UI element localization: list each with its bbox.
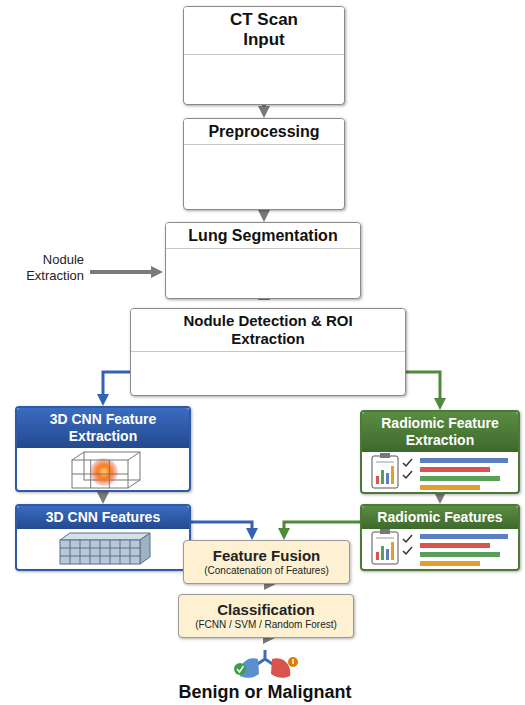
radiomic-report-icon xyxy=(380,453,390,458)
node-title: 3D CNN Feature Extraction xyxy=(23,411,183,445)
cnn-cube xyxy=(72,452,84,460)
node-header: Feature Fusion(Concatenation of Features… xyxy=(184,544,349,580)
radiomic-report-icon xyxy=(420,561,480,566)
node-header: 3D CNN Features xyxy=(17,506,189,529)
node-header: Lung Segmentation xyxy=(166,223,360,249)
radiomic-report-icon xyxy=(403,535,412,542)
node-title: Benign or Malignant xyxy=(144,682,386,704)
connector-arrow xyxy=(406,372,440,400)
radiomic-report-icon xyxy=(376,552,379,560)
feature-cube-grid xyxy=(60,540,140,564)
process-box: Preprocessing xyxy=(183,118,345,210)
cnn-box: 3D CNN Features xyxy=(15,504,191,571)
stage-box: Classification(FCNN / SVM / Random Fores… xyxy=(178,594,354,638)
cnn-cube xyxy=(72,460,128,488)
radiomic-report-icon xyxy=(391,466,394,484)
node-header: 3D CNN Feature Extraction xyxy=(17,408,189,448)
connector-arrow xyxy=(101,492,105,494)
node-header: Radiomic Feature Extraction xyxy=(362,412,518,452)
radiomic-report-icon xyxy=(420,485,480,490)
node-title: Radiomic Features xyxy=(368,509,512,526)
radiomic-box: Radiomic Feature Extraction xyxy=(360,410,520,494)
radiomic-report-icon xyxy=(372,456,398,488)
cnn-cube xyxy=(128,480,140,488)
node-title: Preprocessing xyxy=(190,122,338,141)
radiomic-report-icon xyxy=(381,470,384,484)
radiomic-report-icon xyxy=(403,547,412,554)
radiomic-report-icon xyxy=(420,458,508,463)
cnn-cube xyxy=(128,452,140,460)
radiomic-box: Radiomic Features xyxy=(360,504,520,571)
radiomic-report-icon xyxy=(376,462,394,463)
node-header: Benign or Malignant xyxy=(140,682,390,704)
node-header: Preprocessing xyxy=(184,119,344,145)
radiomic-report-icon xyxy=(403,459,412,466)
node-title: 3D CNN Features xyxy=(23,509,183,526)
radiomic-report-icon xyxy=(386,473,389,484)
lungs-icon xyxy=(237,666,244,672)
radiomic-report-icon xyxy=(420,534,508,539)
process-box: Lung Segmentation xyxy=(165,222,361,299)
lungs-icon xyxy=(256,650,274,665)
radiomic-report-icon xyxy=(386,549,389,560)
node-header: CT Scan Input xyxy=(184,7,344,55)
node-header: Radiomic Features xyxy=(362,506,518,529)
lungs-icon xyxy=(234,663,246,675)
lungs-icon xyxy=(292,659,294,664)
feature-cube-grid xyxy=(60,533,150,540)
feature-cube-grid xyxy=(60,540,140,564)
radiomic-report-icon xyxy=(420,552,500,557)
radiomic-report-icon xyxy=(391,542,394,560)
node-subtitle: (Concatenation of Features) xyxy=(190,565,343,577)
cnn-cube xyxy=(72,452,140,488)
node-subtitle: (FCNN / SVM / Random Forest) xyxy=(185,619,347,631)
side-label: Nodule Extraction xyxy=(4,252,84,283)
node-title: Feature Fusion xyxy=(190,547,343,565)
leader-arrow xyxy=(90,270,153,274)
node-title: Nodule Detection & ROI Extraction xyxy=(163,312,373,348)
lungs-icon xyxy=(271,658,290,678)
process-box: CT Scan Input xyxy=(183,6,345,105)
radiomic-report-icon xyxy=(372,532,398,564)
node-header: Classification(FCNN / SVM / Random Fores… xyxy=(179,598,353,634)
stage-box: Feature Fusion(Concatenation of Features… xyxy=(183,540,350,584)
connector-arrow xyxy=(262,105,266,108)
feature-cube-grid xyxy=(60,533,150,564)
radiomic-report-icon xyxy=(372,529,508,566)
radiomic-report-icon xyxy=(420,476,500,481)
node-title: Classification xyxy=(185,601,347,619)
connector-arrow xyxy=(284,522,360,530)
connector-arrow xyxy=(262,210,266,212)
radiomic-report-icon xyxy=(376,476,379,484)
connector-arrow xyxy=(191,522,252,530)
leader-arrow xyxy=(90,272,153,273)
radiomic-report-icon xyxy=(420,543,490,548)
radiomic-report-icon xyxy=(403,471,412,478)
output-node: Benign or Malignant xyxy=(140,648,390,704)
cnn-cube xyxy=(72,474,128,475)
radiomic-report-icon xyxy=(420,467,490,472)
feature-cube-grid xyxy=(140,533,150,564)
node-title: Lung Segmentation xyxy=(173,226,353,245)
connector-arrow xyxy=(103,372,130,396)
cnn-box: 3D CNN Feature Extraction xyxy=(15,406,191,492)
radiomic-report-icon xyxy=(372,453,508,490)
node-header: Nodule Detection & ROI Extraction xyxy=(131,309,405,352)
radiomic-report-icon xyxy=(381,546,384,560)
node-title: Radiomic Feature Extraction xyxy=(368,415,512,449)
lungs-icon xyxy=(288,657,298,667)
lungs-icon xyxy=(234,650,298,678)
radiomic-report-icon xyxy=(380,529,390,534)
cnn-cube xyxy=(90,458,118,486)
process-box: Nodule Detection & ROI Extraction xyxy=(130,308,406,396)
node-title: CT Scan Input xyxy=(219,10,309,51)
radiomic-report-icon xyxy=(376,538,394,539)
